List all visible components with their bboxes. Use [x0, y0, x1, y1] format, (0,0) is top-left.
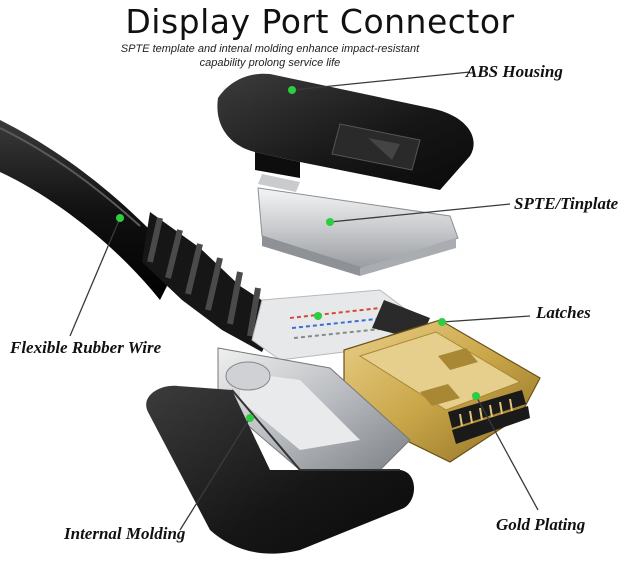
marker-dot-internal-board — [314, 312, 322, 320]
marker-dots — [116, 86, 480, 422]
spte-tinplate — [257, 187, 459, 276]
marker-dot-abs-housing — [288, 86, 296, 94]
contact-pins — [448, 390, 530, 444]
leader-latches — [441, 315, 531, 323]
leader-flexible-rubber-wire — [69, 217, 121, 337]
arrow-emboss — [368, 138, 400, 160]
subtitle-line-2: capability prolong service life — [199, 57, 341, 69]
diagram-title: Display Port Connector — [125, 2, 515, 41]
marker-dot-spte-tinplate — [326, 218, 334, 226]
leader-lines — [69, 71, 539, 531]
strain-relief — [142, 212, 280, 352]
callout-internal-molding: Internal Molding — [64, 524, 186, 543]
marker-dot-flexible-rubber-wire — [116, 214, 124, 222]
callout-abs-housing: ABS Housing — [466, 62, 563, 81]
abs-housing-top — [217, 73, 474, 192]
cable-highlight — [0, 127, 141, 227]
leader-spte-tinplate — [329, 203, 511, 223]
marker-dot-latches — [438, 318, 446, 326]
callout-gold-plating: Gold Plating — [496, 515, 586, 534]
callout-flexible-rubber-wire: Flexible Rubber Wire — [10, 338, 162, 357]
pin-traces — [459, 398, 513, 427]
metal-shell — [217, 347, 411, 471]
abs-housing-bottom — [146, 385, 415, 554]
cable-body — [0, 120, 180, 300]
diagram-subtitle: SPTE template and intenal molding enhanc… — [40, 42, 500, 70]
leader-abs-housing — [291, 71, 471, 91]
leader-internal-molding — [179, 417, 251, 531]
callout-spte-tinplate: SPTE/Tinplate — [514, 194, 619, 213]
subtitle-line-1: SPTE template and intenal molding enhanc… — [120, 43, 420, 55]
gold-plug — [343, 319, 541, 463]
marker-dot-internal-molding — [246, 414, 254, 422]
callout-latches: Latches — [536, 303, 591, 322]
cable — [0, 120, 280, 352]
marker-dot-gold-plating — [472, 392, 480, 400]
leader-gold-plating — [475, 395, 539, 511]
